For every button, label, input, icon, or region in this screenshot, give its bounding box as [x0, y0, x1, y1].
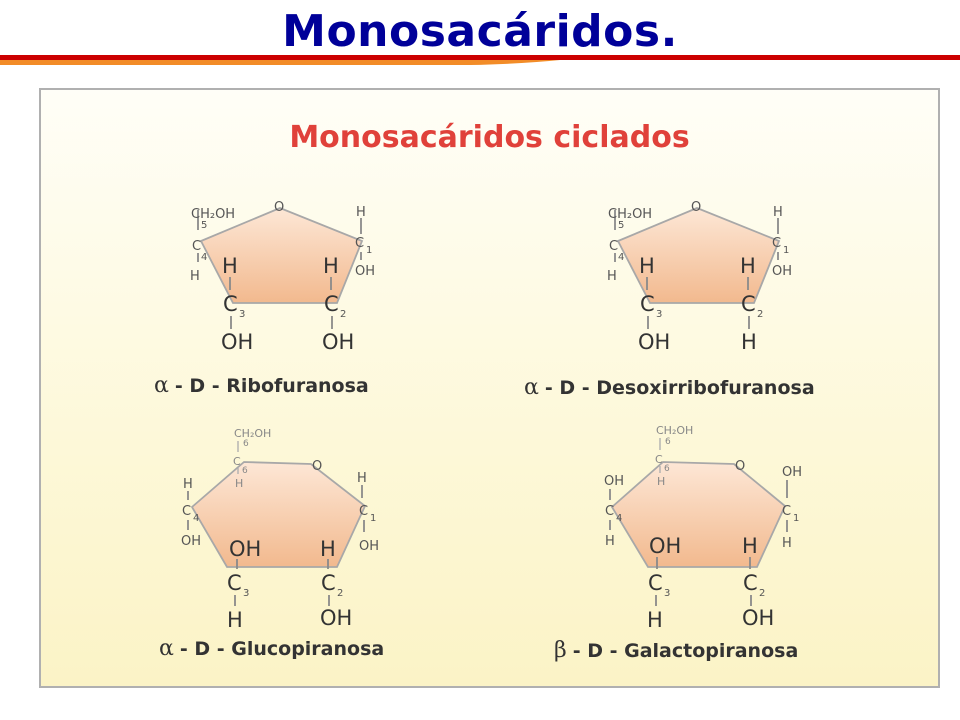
carbon-number: 3 — [239, 309, 245, 320]
slide-title: Monosacáridos. — [282, 6, 678, 57]
atom-label: H — [222, 254, 238, 278]
caption-glucopiranosa: α- D - Glucopiranosa — [159, 636, 384, 661]
title-rule — [0, 55, 960, 65]
carbon-number: 6 — [243, 439, 249, 449]
molecule-ribofuranosa: O CH₂OH 5 C 4 H H C 1 OH H C 3 OH H — [154, 200, 375, 398]
atom-label: OH — [604, 474, 624, 489]
atom-label: C — [743, 571, 758, 595]
molecule-desoxirribofuranosa: O CH₂OH 5 C 4 H H C 1 OH H C 3 OH H C 2 … — [524, 200, 815, 400]
carbon-number: 2 — [337, 588, 343, 599]
carbon-number: 3 — [664, 588, 670, 599]
atom-label: OH — [359, 539, 379, 554]
ring-oxygen: O — [691, 200, 701, 215]
atom-label: H — [183, 477, 193, 492]
carbon-number: 1 — [793, 513, 799, 524]
atom-label: H — [639, 254, 655, 278]
carbon-number: 4 — [618, 252, 624, 263]
atom-label: H — [740, 254, 756, 278]
carbon-number: 3 — [243, 588, 249, 599]
atom-label: OH — [355, 264, 375, 279]
atom-label: C — [182, 504, 191, 519]
atom-label: C — [605, 504, 614, 519]
atom-label: C — [359, 504, 368, 519]
caption-ribofuranosa: α- D - Ribofuranosa — [154, 373, 369, 398]
carbon-number: 1 — [370, 513, 376, 524]
content-panel: Monosacáridos ciclados O CH₂OH 5 C 4 H H… — [39, 88, 940, 688]
carbon-number: 4 — [201, 252, 207, 263]
atom-label: C — [355, 236, 364, 251]
carbon-number: 6 — [664, 464, 670, 474]
caption-desoxirribofuranosa: α- D - Desoxirribofuranosa — [524, 375, 815, 400]
ring-oxygen: O — [274, 200, 284, 215]
atom-label: H — [605, 534, 615, 549]
molecule-galactopiranosa: O CH₂OH 6 C 6 H OH C 4 H OH C 1 H OH — [554, 424, 802, 663]
atom-label: C — [227, 571, 242, 595]
atom-label: H — [190, 269, 200, 284]
carbon-number: 5 — [201, 220, 207, 231]
carbon-number: 6 — [242, 466, 248, 476]
molecules-figure: O CH₂OH 5 C 4 H H C 1 OH H C 3 OH H — [154, 200, 815, 663]
atom-label: H — [227, 608, 243, 632]
ring-oxygen: O — [312, 459, 322, 474]
carbon-number: 2 — [757, 309, 763, 320]
atom-label: CH₂OH — [191, 207, 235, 222]
atom-label: OH — [221, 330, 253, 354]
atom-label: C — [192, 239, 201, 254]
carbon-number: 2 — [759, 588, 765, 599]
atom-label: H — [323, 254, 339, 278]
molecule-glucopiranosa: O CH₂OH 6 C 6 H H C 4 OH H C 1 OH OH — [159, 427, 384, 661]
atom-label: OH — [782, 465, 802, 480]
atom-label: OH — [742, 606, 774, 630]
atom-label: CH₂OH — [608, 207, 652, 222]
atom-label: H — [773, 205, 783, 220]
atom-label: H — [647, 608, 663, 632]
atom-label: OH — [322, 330, 354, 354]
atom-label: C — [648, 571, 663, 595]
carbon-number: 1 — [783, 245, 789, 256]
caption-galactopiranosa: β- D - Galactopiranosa — [554, 638, 798, 663]
atom-label: OH — [229, 537, 261, 561]
atom-label: C — [655, 453, 663, 466]
atom-label: OH — [320, 606, 352, 630]
atom-label: H — [657, 475, 665, 488]
atom-label: OH — [772, 264, 792, 279]
atom-label: H — [357, 471, 367, 486]
atom-label: OH — [638, 330, 670, 354]
carbon-number: 4 — [616, 513, 622, 524]
atom-label: C — [324, 292, 339, 316]
panel-heading: Monosacáridos ciclados — [289, 120, 690, 155]
atom-label: H — [782, 536, 792, 551]
atom-label: CH₂OH — [234, 427, 271, 440]
carbon-number: 2 — [340, 309, 346, 320]
atom-label: H — [741, 330, 757, 354]
atom-label: C — [321, 571, 336, 595]
atom-label: C — [223, 292, 238, 316]
atom-label: CH₂OH — [656, 424, 693, 437]
atom-label: H — [356, 205, 366, 220]
carbon-number: 1 — [366, 245, 372, 256]
ring-oxygen: O — [735, 459, 745, 474]
atom-label: OH — [649, 534, 681, 558]
carbon-number: 5 — [618, 220, 624, 231]
atom-label: C — [640, 292, 655, 316]
atom-label: OH — [181, 534, 201, 549]
atom-label: H — [320, 537, 336, 561]
carbon-number: 3 — [656, 309, 662, 320]
atom-label: C — [609, 239, 618, 254]
atom-label: C — [772, 236, 781, 251]
atom-label: H — [607, 269, 617, 284]
atom-label: C — [233, 455, 241, 468]
atom-label: C — [782, 504, 791, 519]
atom-label: H — [742, 534, 758, 558]
carbon-number: 4 — [193, 513, 199, 524]
atom-label: C — [741, 292, 756, 316]
carbon-number: 6 — [665, 437, 671, 447]
atom-label: H — [235, 477, 243, 490]
